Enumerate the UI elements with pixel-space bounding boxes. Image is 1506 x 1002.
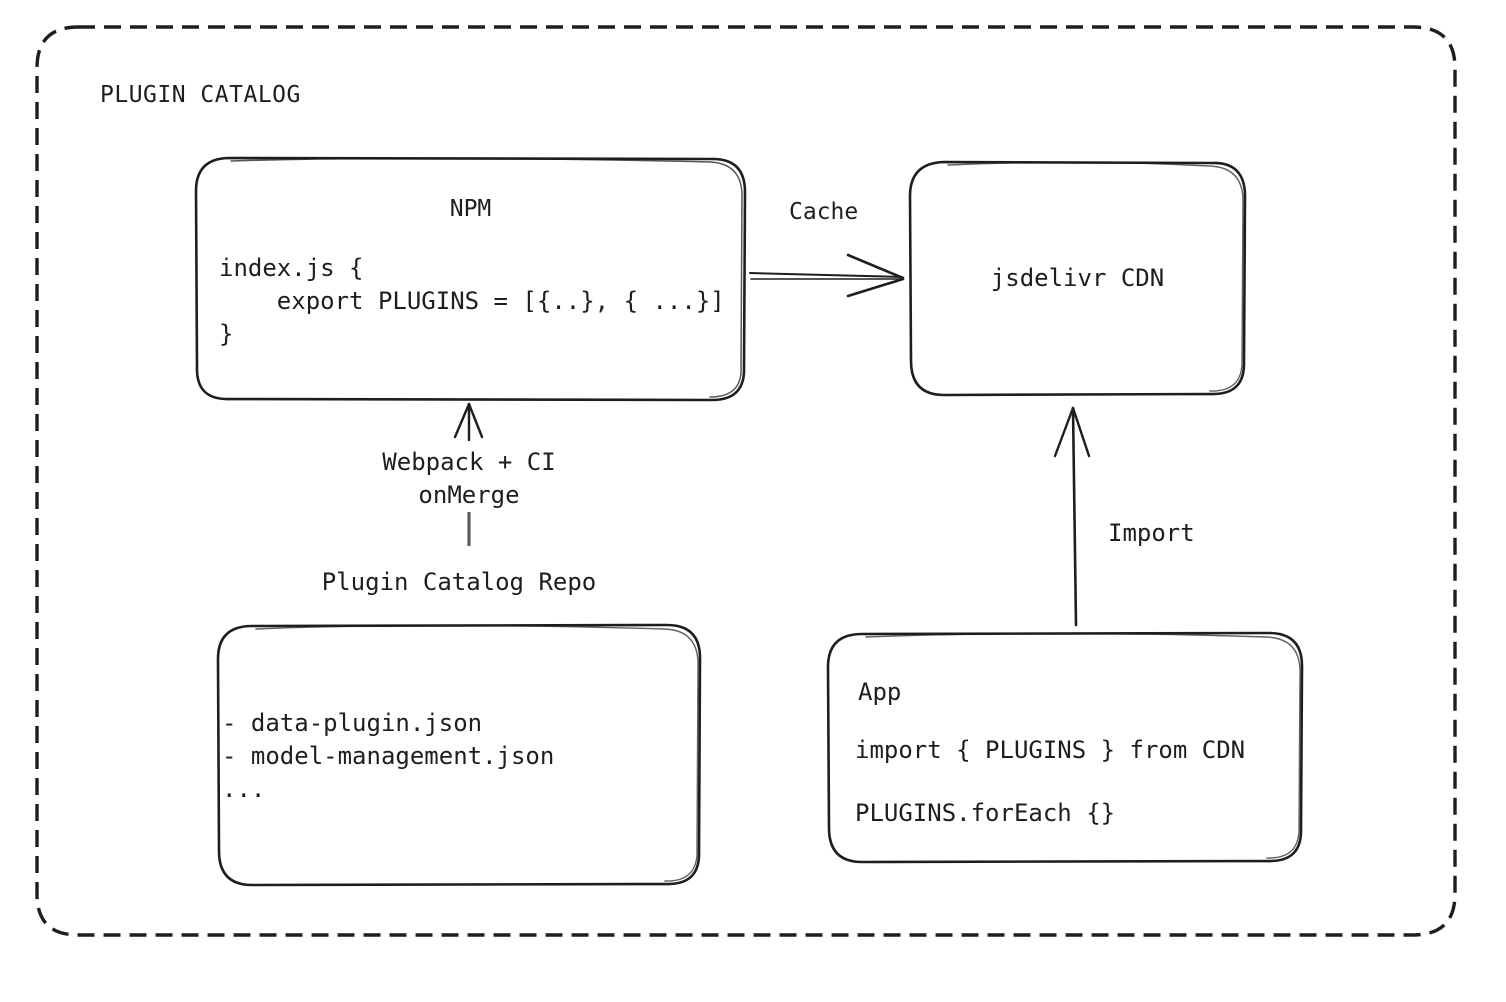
cdn-node-title: jsdelivr CDN	[990, 264, 1165, 292]
cache-edge-label: Cache	[789, 199, 859, 225]
npm-node-title: NPM	[449, 196, 492, 222]
cache-arrow	[749, 253, 905, 298]
app-node-title: App	[858, 678, 902, 706]
npm-node-code: index.js { export PLUGINS = [{..}, { ...…	[219, 254, 725, 348]
repo-file-list: - data-plugin.json - model-management.js…	[222, 709, 555, 803]
import-arrow	[1053, 406, 1091, 627]
app-import-line: import { PLUGINS } from CDN	[855, 736, 1246, 764]
app-foreach-line: PLUGINS.forEach {}	[855, 799, 1116, 827]
plugin-catalog-title: PLUGIN CATALOG	[100, 82, 301, 108]
webpack-ci-edge-label: Webpack + CI onMerge	[382, 448, 556, 509]
repo-node-title: Plugin Catalog Repo	[321, 568, 597, 596]
import-edge-label: Import	[1108, 519, 1195, 547]
